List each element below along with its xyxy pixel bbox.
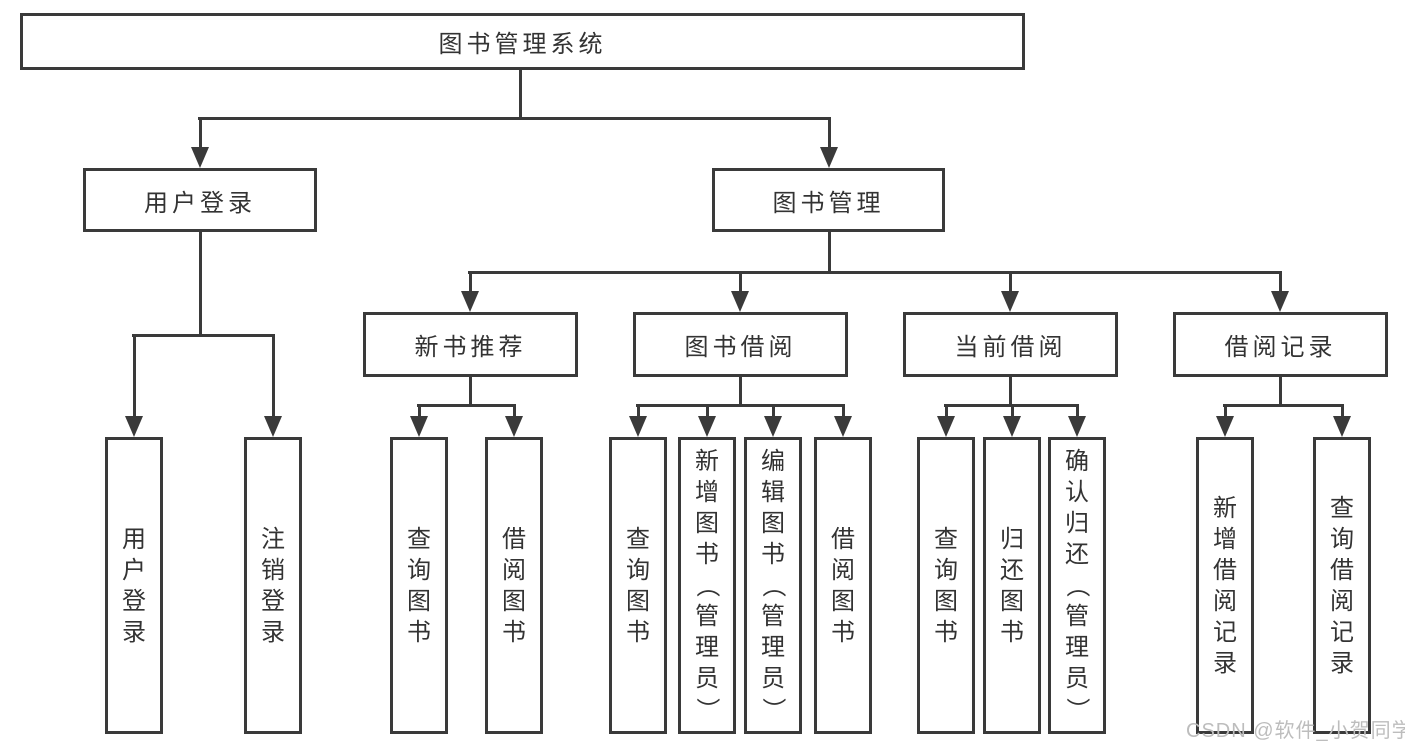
leaf-logout: 注销登录 (244, 437, 302, 734)
connector-hline (944, 403, 1079, 407)
leaf-user-login: 用户登录 (105, 437, 163, 734)
connector-vline (468, 376, 472, 407)
leaf-edit-book-admin: 编辑图书（管理员） (744, 437, 802, 734)
node-borrow-records: 借阅记录 (1173, 312, 1388, 377)
connector-vline (771, 405, 775, 418)
arrow-down-icon (698, 416, 716, 437)
arrow-down-icon (1001, 291, 1019, 312)
connector-vline (1278, 272, 1282, 294)
leaf-add-borrow-record: 新增借阅记录 (1196, 437, 1254, 734)
connector-vline (1075, 405, 1079, 418)
leaf-query-borrow-record: 查询借阅记录 (1313, 437, 1371, 734)
connector-vline (512, 405, 516, 418)
connector-vline (636, 405, 640, 418)
connector-vline (1223, 405, 1227, 418)
connector-vline (1010, 405, 1014, 418)
connector-vline (468, 272, 472, 294)
connector-vline (198, 118, 202, 148)
connector-vline (1278, 376, 1282, 407)
arrow-down-icon (731, 291, 749, 312)
connector-vline (198, 232, 202, 336)
connector-vline (738, 376, 742, 407)
arrow-down-icon (1003, 416, 1021, 437)
connector-vline (738, 272, 742, 294)
connector-vline (1008, 376, 1012, 407)
arrow-down-icon (505, 416, 523, 437)
node-book-management: 图书管理 (712, 168, 945, 232)
connector-vline (1340, 405, 1344, 418)
connector-vline (518, 67, 522, 120)
connector-vline (132, 336, 136, 418)
leaf-return-book: 归还图书 (983, 437, 1041, 734)
node-current-borrow: 当前借阅 (903, 312, 1118, 377)
connector-vline (827, 232, 831, 274)
arrow-down-icon (264, 416, 282, 437)
connector-hline (198, 116, 831, 120)
arrow-down-icon (629, 416, 647, 437)
node-root: 图书管理系统 (20, 13, 1025, 70)
leaf-borrow-books-borrow: 借阅图书 (814, 437, 872, 734)
node-user-login: 用户登录 (83, 168, 317, 232)
arrow-down-icon (1271, 291, 1289, 312)
arrow-down-icon (461, 291, 479, 312)
arrow-down-icon (1068, 416, 1086, 437)
connector-vline (1008, 272, 1012, 294)
connector-vline (827, 118, 831, 148)
arrow-down-icon (1333, 416, 1351, 437)
connector-hline (1223, 403, 1344, 407)
node-book-borrow: 图书借阅 (633, 312, 848, 377)
leaf-add-book-admin: 新增图书（管理员） (678, 437, 736, 734)
connector-vline (705, 405, 709, 418)
connector-vline (417, 405, 421, 418)
arrow-down-icon (820, 147, 838, 168)
leaf-confirm-return-admin: 确认归还（管理员） (1048, 437, 1106, 734)
connector-vline (944, 405, 948, 418)
connector-vline (271, 336, 275, 418)
leaf-query-books-recommend: 查询图书 (390, 437, 448, 734)
arrow-down-icon (764, 416, 782, 437)
arrow-down-icon (937, 416, 955, 437)
arrow-down-icon (410, 416, 428, 437)
leaf-query-books-current: 查询图书 (917, 437, 975, 734)
node-new-book-recommend: 新书推荐 (363, 312, 578, 377)
leaf-query-books-borrow: 查询图书 (609, 437, 667, 734)
connector-hline (636, 403, 845, 407)
arrow-down-icon (191, 147, 209, 168)
arrow-down-icon (834, 416, 852, 437)
connector-vline (841, 405, 845, 418)
connector-hline (468, 270, 1282, 274)
watermark: CSDN @软件_小贺同学 (1186, 720, 1405, 742)
connector-hline (132, 333, 275, 337)
connector-hline (417, 403, 516, 407)
arrow-down-icon (125, 416, 143, 437)
arrow-down-icon (1216, 416, 1234, 437)
leaf-borrow-books-recommend: 借阅图书 (485, 437, 543, 734)
